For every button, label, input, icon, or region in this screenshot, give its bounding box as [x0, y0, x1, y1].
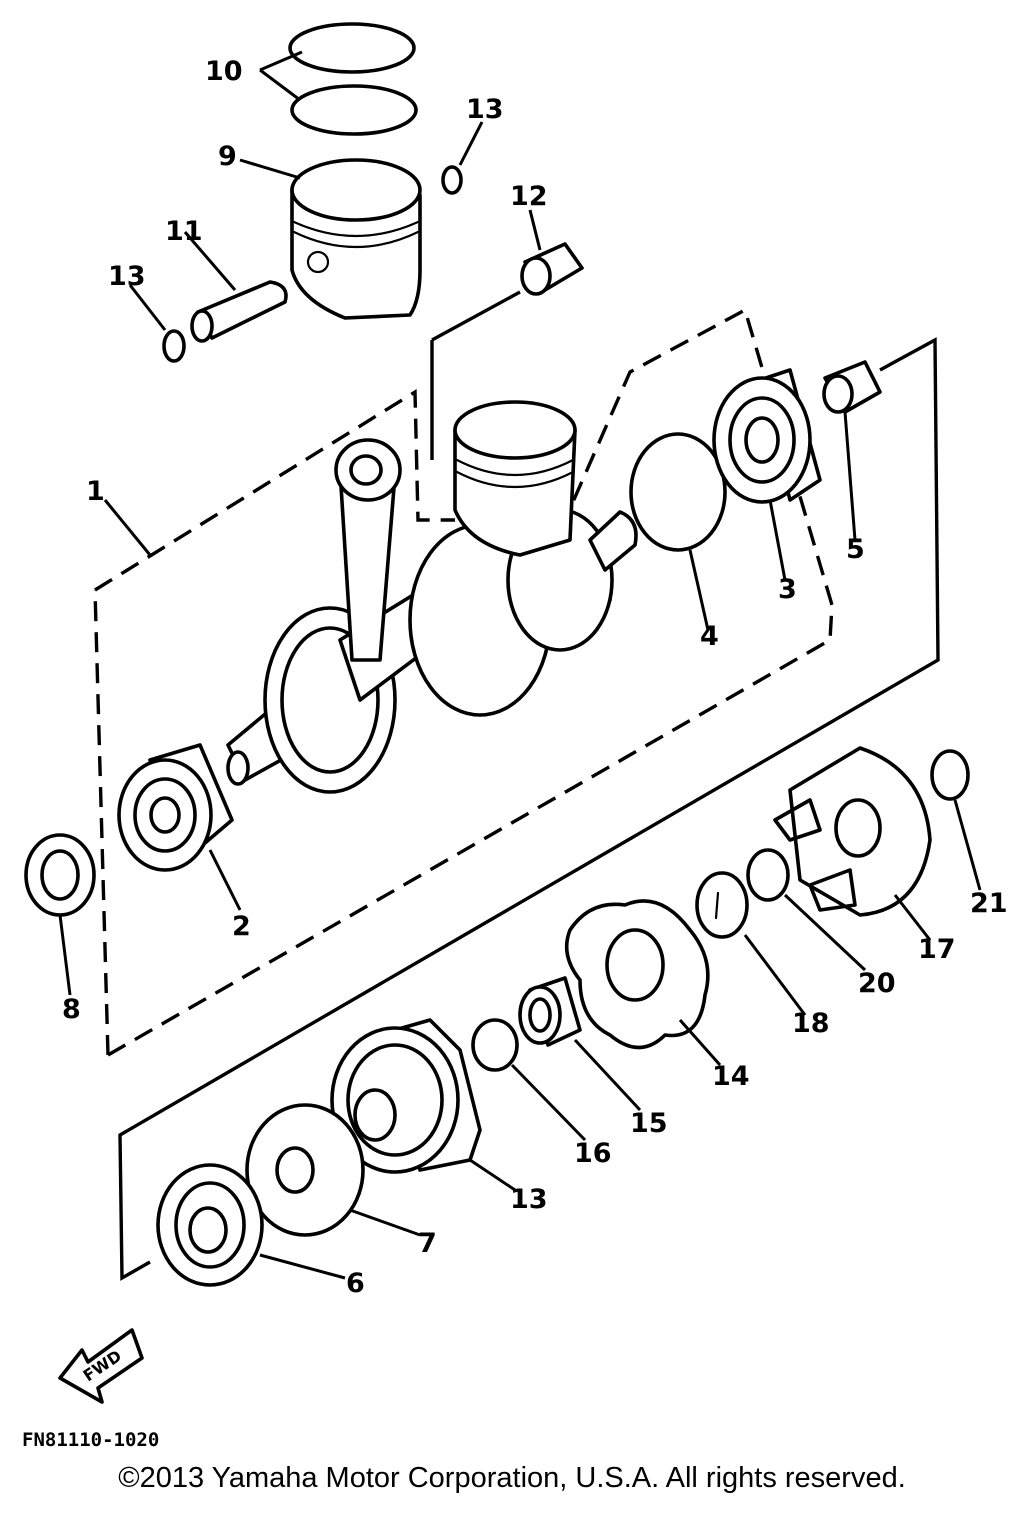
- label-20: 20: [858, 968, 896, 999]
- forward-arrow-icon: FWD: [58, 1328, 144, 1404]
- label-2: 2: [232, 911, 251, 942]
- label-13-right: 13: [466, 94, 504, 125]
- diagram-reference-code: FN81110-1020: [22, 1429, 159, 1451]
- piston-rings: [288, 22, 418, 136]
- piston-pin: [190, 280, 288, 343]
- piston: [290, 158, 422, 320]
- label-7: 7: [418, 1228, 437, 1259]
- part-labels: 10 13 9 12 11 13 1 5 3 4 2 8 21 17 20 18…: [62, 56, 1008, 1299]
- leader-lines: [58, 50, 982, 1280]
- crankshaft-ring: [629, 432, 727, 552]
- spacer: [695, 871, 749, 939]
- label-6: 6: [346, 1268, 365, 1299]
- label-3: 3: [778, 574, 797, 605]
- label-15: 14: [712, 1061, 750, 1092]
- label-16: 15: [630, 1108, 668, 1139]
- plate: [245, 1103, 365, 1237]
- piston-on-crankshaft: [453, 400, 577, 557]
- label-12: 12: [510, 181, 548, 212]
- crankshaft-assembly-dashed-frame: [93, 307, 834, 1057]
- collar: [822, 360, 882, 414]
- seal: [156, 1163, 264, 1287]
- bearing-left: [117, 743, 234, 872]
- label-13-left: 13: [108, 261, 146, 292]
- label-10: 10: [205, 56, 243, 87]
- copyright-notice: ©2013 Yamaha Motor Corporation, U.S.A. A…: [118, 1462, 906, 1494]
- needle-bearing: [520, 242, 584, 296]
- label-8: 8: [62, 994, 81, 1025]
- label-5: 5: [846, 534, 865, 565]
- damper: [564, 899, 710, 1050]
- label-11: 11: [165, 216, 203, 247]
- crankshaft: [226, 438, 638, 794]
- label-1: 1: [86, 476, 105, 507]
- washer: [930, 749, 970, 801]
- bushing: [518, 976, 582, 1047]
- main-frame: [118, 337, 940, 1281]
- label-17: 16: [574, 1138, 612, 1169]
- coupling: [773, 746, 932, 917]
- coupling-housing: [330, 1018, 482, 1174]
- label-18: 17: [918, 934, 956, 965]
- label-14: 13: [510, 1184, 548, 1215]
- bearing-right: [712, 368, 822, 504]
- inner-frame-line: [430, 290, 521, 460]
- circlip-right: [441, 165, 463, 195]
- o-ring-20: [746, 848, 790, 902]
- circlip-left: [162, 329, 186, 363]
- o-ring-17: [471, 1018, 519, 1072]
- label-19: 18: [792, 1008, 830, 1039]
- label-9: 9: [218, 141, 237, 172]
- label-21: 21: [970, 888, 1008, 919]
- label-4: 4: [700, 621, 719, 652]
- oil-seal: [24, 833, 96, 917]
